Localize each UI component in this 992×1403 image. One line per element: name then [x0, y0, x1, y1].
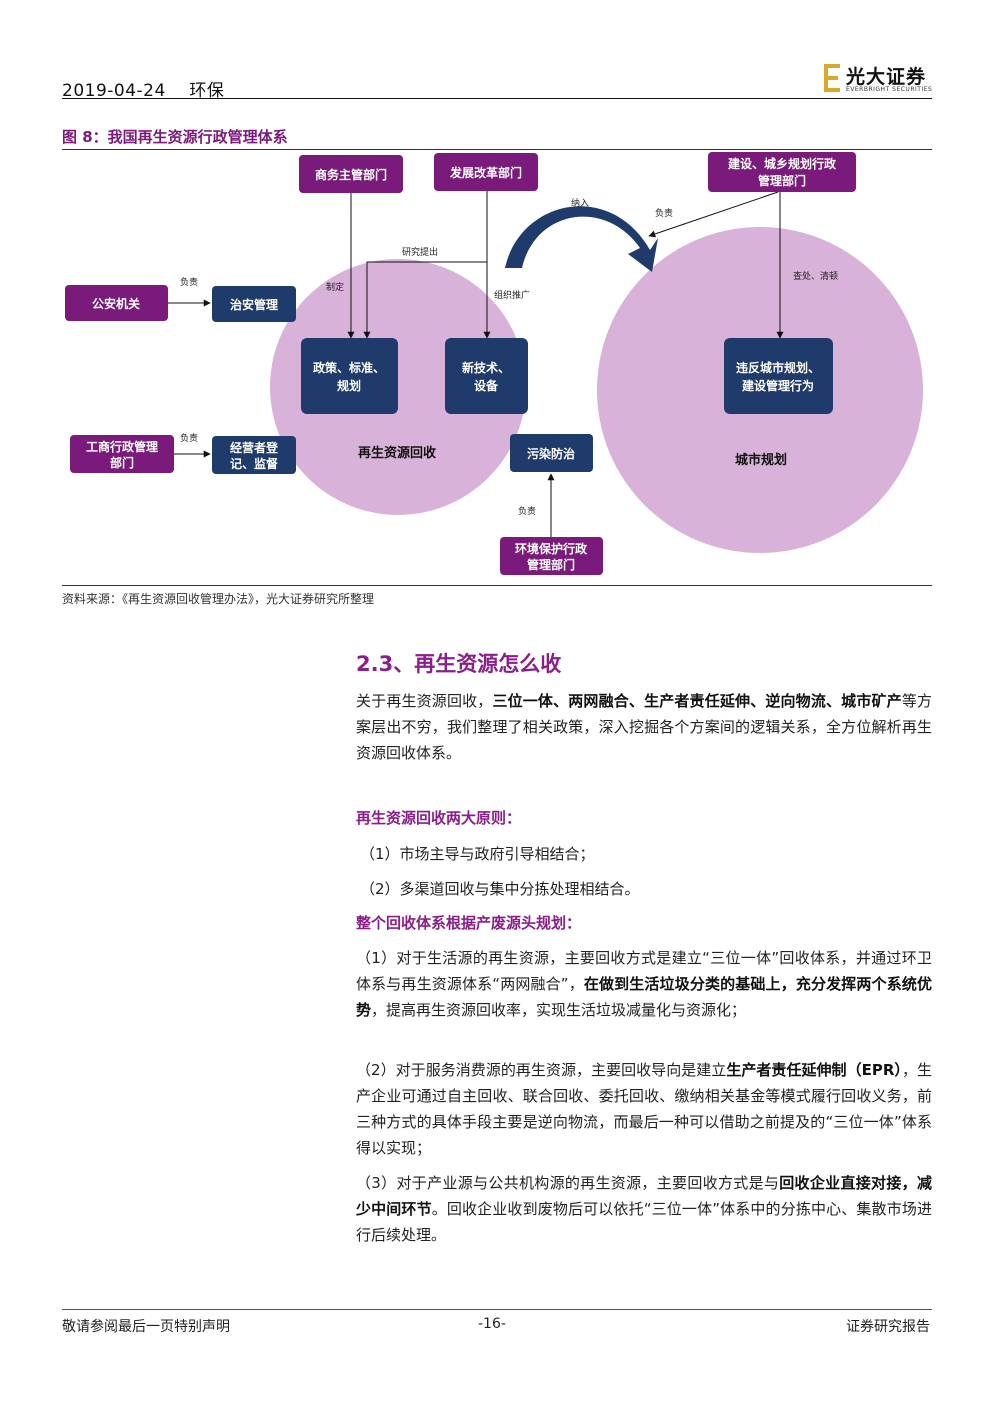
company-logo: 光大证券 EVERBRIGHT SECURITIES [824, 62, 934, 96]
footer-disclaimer: 敬请参阅最后一页特别声明 [62, 1319, 230, 1335]
bold-text-run: 在做到生活垃圾分类的基础上，充分发挥两个系统优势 [356, 975, 932, 1019]
logo-english-name: EVERBRIGHT SECURITIES [846, 86, 933, 93]
circle-label-urban-planning: 城市规划 [735, 452, 787, 468]
node-env-label-1: 环境保护行政 [515, 541, 588, 556]
figure-title: 图 8：我国再生资源行政管理体系 [62, 128, 288, 146]
text-run: （1）对于生活源的再生资源，主要回收方式是建立“三位一体”回收体系，并通过环卫体… [356, 949, 932, 993]
node-registration-label-2: 记、监督 [230, 456, 278, 471]
plan-title: 整个回收体系根据产废源头规划： [356, 914, 582, 932]
section-title: 2.3、再生资源怎么收 [356, 652, 562, 676]
edge-label-responsible: 负责 [518, 505, 536, 517]
edge-label-make: 制定 [326, 281, 344, 293]
edge-label-investigate: 查处、清顿 [793, 270, 838, 282]
bold-text-run: 三位一体、两网融合、生产者责任延伸、逆向物流、城市矿产 [492, 692, 902, 710]
principle-1: （1）市场主导与政府引导相结合； [360, 845, 595, 863]
node-tech-label-1: 新技术、 [462, 360, 510, 375]
principle-2: （2）多渠道回收与集中分拣处理相结合。 [360, 880, 640, 898]
node-env-protection: 环境保护行政 管理部门 [500, 537, 603, 575]
plan-paragraph-2: （2）对于服务消费源的再生资源，主要回收导向是建立生产者责任延伸制（EPR），生… [356, 1057, 932, 1161]
node-urban-dept: 建设、城乡规划行政 管理部门 [708, 152, 856, 192]
edge-label-propose: 研究提出 [402, 246, 438, 258]
figure-source: 资料来源：《再生资源回收管理办法》，光大证券研究所整理 [62, 592, 375, 606]
node-commerce-label: 商务主管部门 [315, 167, 387, 182]
text-run: ，生产企业可通过自主回收、联合回收、委托回收、缴纳相关基金等模式履行回收义务，前… [356, 1061, 932, 1157]
node-ndrc: 发展改革部门 [434, 153, 538, 191]
node-police-label: 公安机关 [92, 296, 140, 311]
circle-label-recycling: 再生资源回收 [358, 445, 437, 461]
node-policy: 政策、标准、 规划 [301, 338, 398, 414]
node-tech: 新技术、 设备 [445, 338, 528, 414]
node-policy-label-2: 规划 [337, 378, 361, 393]
text-run: （2）对于服务消费源的再生资源，主要回收导向是建立 [356, 1061, 727, 1079]
header-divider [62, 98, 932, 99]
node-urban-dept-label-1: 建设、城乡规划行政 [727, 156, 837, 171]
page-number: -16- [478, 1316, 506, 1332]
urban-to-include-line [648, 191, 779, 238]
principles-title: 再生资源回收两大原则： [356, 809, 522, 827]
node-pollution: 污染防治 [510, 434, 593, 472]
node-tech-label-2: 设备 [474, 378, 499, 393]
include-curve-arrow [505, 206, 658, 272]
node-registration: 经营者登 记、监督 [212, 436, 296, 474]
plan-paragraph-3: （3）对于产业源与公共机构源的再生资源，主要回收方式是与回收企业直接对接，减少中… [356, 1170, 932, 1248]
edge-label-responsible: 负责 [180, 276, 198, 288]
text-run: 关于再生资源回收， [356, 692, 493, 710]
node-commerce: 商务主管部门 [299, 155, 403, 193]
bold-text-run: 回收企业直接对接，减少中间环节 [356, 1174, 932, 1218]
logo-chinese-name: 光大证券 [846, 66, 927, 88]
text-run: 。回收企业收到废物后可以依托“三位一体”体系中的分拣中心、集散市场进行后续处理。 [356, 1200, 932, 1244]
plan-paragraph-1: （1）对于生活源的再生资源，主要回收方式是建立“三位一体”回收体系，并通过环卫体… [356, 945, 932, 1023]
text-run: 等方案层出不穷，我们整理了相关政策，深入挖掘各个方案间的逻辑关系，全方位解析再生… [356, 692, 932, 762]
node-violation: 违反城市规划、 建设管理行为 [724, 338, 833, 414]
node-env-label-2: 管理部门 [527, 557, 575, 572]
figure-top-rule [62, 149, 932, 150]
node-industry-label-2: 部门 [110, 455, 134, 470]
node-registration-label-1: 经营者登 [230, 440, 279, 455]
report-date-category: 2019-04-24 环保 [62, 76, 224, 101]
report-category: 环保 [189, 81, 225, 101]
node-security: 治安管理 [212, 286, 296, 322]
node-violation-label-2: 建设管理行为 [741, 378, 814, 393]
node-violation-label-1: 违反城市规划、 [736, 360, 820, 375]
logo-mark-icon [824, 64, 840, 92]
footer-divider [62, 1309, 932, 1310]
edge-label-responsible: 负责 [655, 207, 673, 219]
footer-report-type: 证券研究报告 [846, 1319, 930, 1335]
figure-bottom-rule [62, 585, 932, 586]
edge-label-responsible: 负责 [180, 432, 198, 444]
text-run: ，提高再生资源回收率，实现生活垃圾减量化与资源化； [371, 1001, 747, 1019]
text-run: （3）对于产业源与公共机构源的再生资源，主要回收方式是与 [356, 1174, 780, 1192]
node-industry-label-1: 工商行政管理 [86, 439, 158, 454]
edge-label-include: 纳入 [571, 197, 589, 209]
node-pollution-label: 污染防治 [527, 446, 575, 461]
admin-system-diagram: 负责 负责 负责 负责 制定 研究提出 组织推广 纳入 查处、清顿 再生资源回收… [65, 152, 923, 575]
section-intro: 关于再生资源回收，三位一体、两网融合、生产者责任延伸、逆向物流、城市矿产等方案层… [356, 688, 932, 766]
bold-text-run: 生产者责任延伸制（EPR） [726, 1061, 902, 1079]
node-security-label: 治安管理 [230, 297, 278, 312]
report-date: 2019-04-24 [62, 81, 166, 101]
propose-line [363, 261, 487, 339]
node-urban-dept-label-2: 管理部门 [758, 173, 806, 188]
edge-label-promote: 组织推广 [494, 289, 530, 301]
node-industry: 工商行政管理 部门 [70, 435, 174, 473]
node-police: 公安机关 [65, 285, 168, 321]
node-ndrc-label: 发展改革部门 [449, 165, 522, 180]
node-policy-label-1: 政策、标准、 [313, 360, 385, 375]
